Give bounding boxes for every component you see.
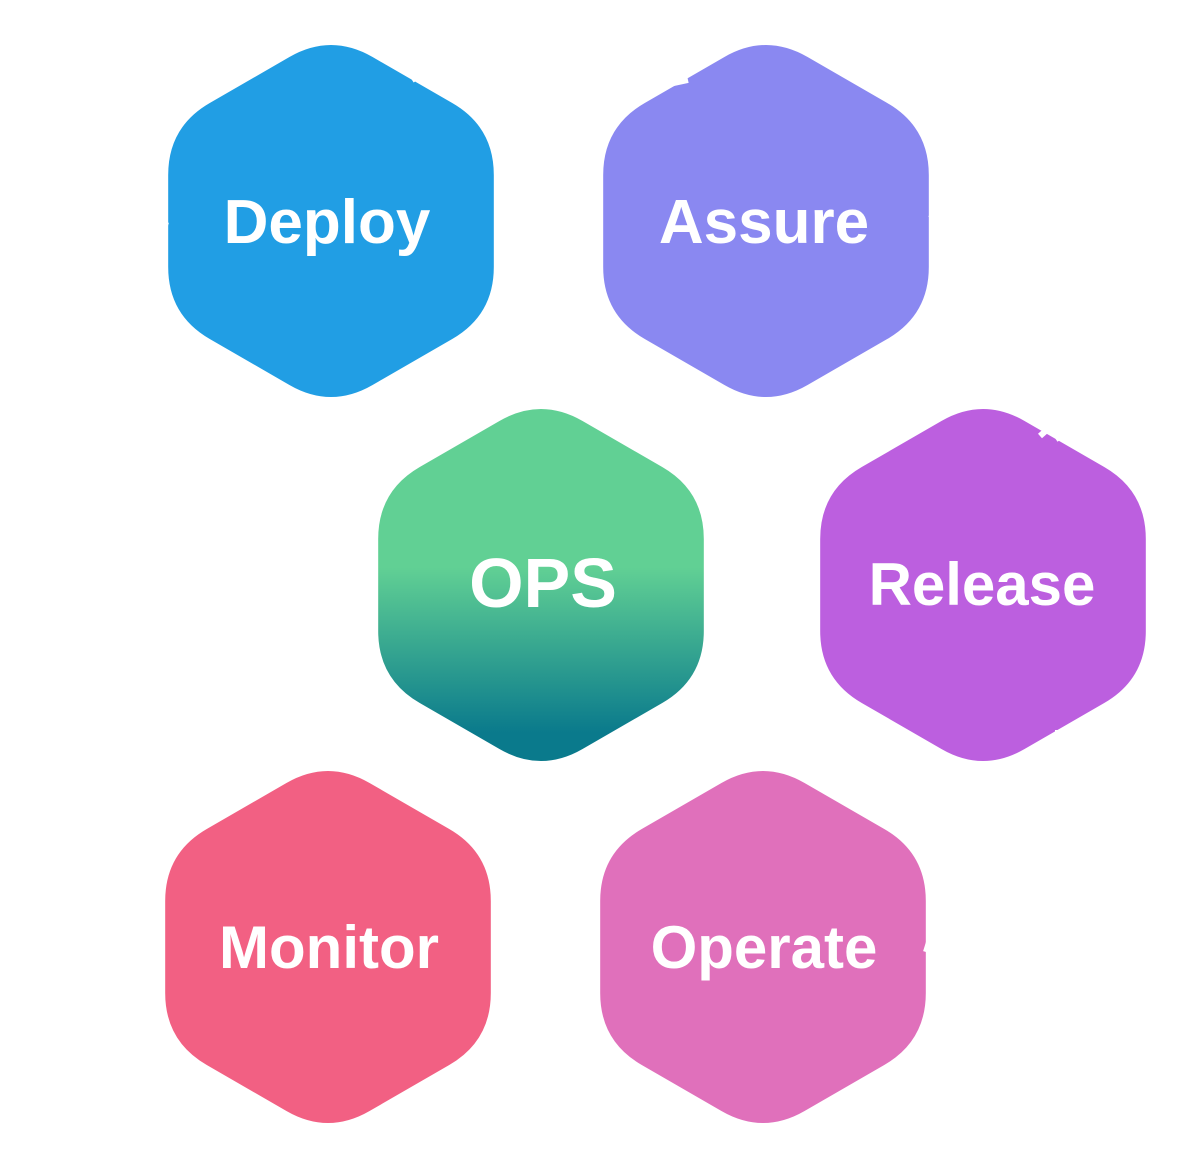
hex-shape-monitor	[165, 771, 491, 1123]
hex-shape-operate	[600, 771, 926, 1123]
hex-label-release: Release	[869, 551, 1096, 618]
hex-shape-ops	[378, 409, 704, 761]
hex-shape-deploy	[168, 45, 494, 397]
hex-node-operate: Operate	[600, 771, 926, 1123]
connector-fragment	[146, 941, 164, 955]
connector-fragment	[659, 63, 689, 89]
hex-shape-assure	[603, 45, 929, 397]
connector-fragment	[155, 221, 169, 249]
connector-fragment	[1038, 417, 1063, 442]
hex-label-deploy: Deploy	[224, 188, 431, 257]
hex-label-monitor: Monitor	[219, 914, 439, 981]
hex-label-operate: Operate	[651, 914, 878, 981]
hex-label-assure: Assure	[659, 188, 869, 257]
hex-node-assure: Assure	[603, 45, 929, 397]
hex-node-release: Release	[820, 409, 1146, 761]
connector-fragment	[923, 925, 937, 953]
hex-shape-release	[820, 409, 1146, 761]
connector-fragment	[410, 64, 426, 83]
connector-fragment	[928, 211, 945, 234]
hex-node-deploy: Deploy	[168, 45, 494, 397]
hex-node-monitor: Monitor	[165, 771, 491, 1123]
hex-label-ops: OPS	[469, 544, 617, 622]
hex-node-ops: OPS	[378, 409, 704, 761]
connector-fragments	[146, 63, 1063, 955]
